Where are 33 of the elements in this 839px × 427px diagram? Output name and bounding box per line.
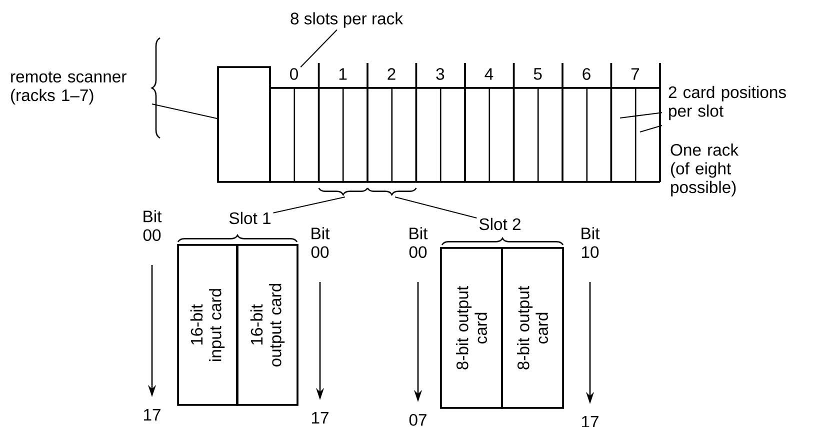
slot-number: 1 <box>339 68 347 80</box>
leader-line <box>273 196 346 214</box>
leader-line <box>640 124 662 132</box>
leader-line <box>300 29 338 68</box>
bit-number: 07 <box>409 414 426 426</box>
slot-number: 3 <box>436 68 444 80</box>
bit-number: 17 <box>144 409 160 420</box>
card-box: 8-bit output card <box>440 247 503 409</box>
slot-number: 6 <box>582 68 590 80</box>
card-box: 16-bit input card <box>177 244 238 406</box>
bit-number: 17 <box>582 416 598 427</box>
slot-number: 5 <box>534 68 542 80</box>
slot-number: 4 <box>484 68 494 80</box>
label-text: remote scanner (racks 1–7) <box>11 72 126 104</box>
leader-line <box>620 112 662 119</box>
label-text: 0 <box>290 68 298 80</box>
note-text: One rack (of eight possible) <box>670 144 739 196</box>
leader-line <box>394 196 477 219</box>
label-text: 2 card positions per slot <box>668 86 786 120</box>
label-text: 8 slots per rack <box>290 12 404 28</box>
bit-number: Bit 00 <box>143 210 162 241</box>
slot-number: 2 <box>388 68 396 80</box>
slot-number: 7 <box>631 68 639 80</box>
leader-line <box>152 104 218 120</box>
label-text: Slot 1 <box>229 212 270 224</box>
bit-number: Bit 10 <box>582 227 600 258</box>
card-box: 16-bit output card <box>236 244 298 406</box>
bit-number: Bit 00 <box>311 227 330 258</box>
bit-number: 17 <box>312 412 328 424</box>
card-box: 8-bit output card <box>501 247 564 409</box>
bit-number: Bit 00 <box>409 227 428 258</box>
label-text: Slot 2 <box>479 218 520 230</box>
processor-box <box>217 66 271 183</box>
